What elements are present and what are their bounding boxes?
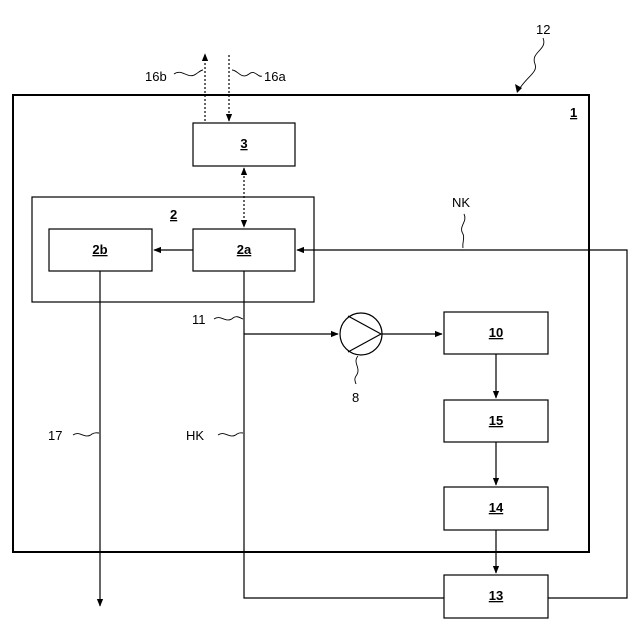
ref-HK-label: HK: [186, 428, 204, 443]
block-10-label: 10: [489, 325, 503, 340]
ref-12-label: 12: [536, 22, 550, 37]
system-frame-label: 1: [570, 105, 577, 120]
pump-8: [340, 313, 382, 355]
ref-NK-label: NK: [452, 195, 470, 210]
ref-11-label: 11: [192, 312, 206, 327]
block-2a-label: 2a: [237, 242, 252, 257]
ref-17-leader: [73, 433, 99, 436]
ref-8-leader: [355, 356, 358, 384]
line-HK: [244, 271, 444, 598]
block-15-label: 15: [489, 413, 503, 428]
block-14-label: 14: [489, 500, 504, 515]
ref-12-leader: [520, 38, 544, 88]
ref-16b-label: 16b: [145, 69, 167, 84]
ref-NK-leader: [462, 214, 465, 248]
group-box-2-label: 2: [170, 207, 177, 222]
ref-8-label: 8: [352, 390, 359, 405]
ref-16a-leader: [232, 70, 262, 76]
ref-16a-label: 16a: [264, 69, 286, 84]
ref-11-leader: [214, 317, 243, 320]
block-3-label: 3: [240, 136, 247, 151]
ref-17-label: 17: [48, 428, 62, 443]
ref-HK-leader: [218, 433, 243, 436]
ref-16b-leader: [174, 70, 203, 76]
block-2b-label: 2b: [92, 242, 107, 257]
block-13-label: 13: [489, 588, 503, 603]
ref-12-arrowhead: [515, 84, 522, 93]
